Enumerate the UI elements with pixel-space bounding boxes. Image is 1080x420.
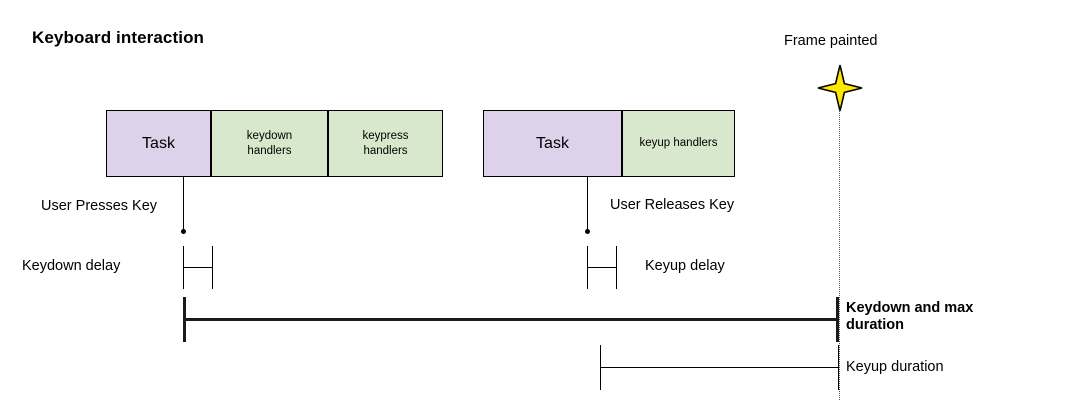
duration-label-line-2: duration xyxy=(846,317,904,334)
handler-box-keyup: keyup handlers xyxy=(622,110,735,177)
handler-line-2: handlers xyxy=(247,144,292,157)
task-box-keyup: Task xyxy=(483,110,622,177)
user-releases-key-label: User Releases Key xyxy=(610,197,735,213)
keyup-duration-bar xyxy=(600,367,839,369)
duration-label-line-1: Keydown and max xyxy=(846,300,974,316)
user-presses-key-label: User Presses Key xyxy=(41,198,158,214)
handler-line-1: keypress xyxy=(362,130,409,143)
keydown-delay-label: Keydown delay xyxy=(22,258,121,274)
handler-box-keypress: keypress handlers xyxy=(328,110,443,177)
handler-box-keypress-text: keypress handlers xyxy=(362,129,408,157)
four-point-star-icon xyxy=(816,63,864,113)
keydown-event-drop-line xyxy=(183,177,185,232)
handler-box-keydown: keydown handlers xyxy=(211,110,328,177)
frame-paint-guide-line xyxy=(839,110,840,400)
task-box-keydown: Task xyxy=(106,110,211,177)
handler-line-1: keydown xyxy=(246,130,293,143)
keydown-delay-connector xyxy=(183,267,213,269)
keyup-event-dot xyxy=(585,229,590,234)
keydown-duration-end-tick xyxy=(836,297,840,342)
keyup-delay-connector xyxy=(587,267,617,269)
keydown-event-dot xyxy=(181,229,186,234)
handler-line-2: handlers xyxy=(363,144,408,157)
keyup-event-drop-line xyxy=(587,177,589,232)
keydown-and-max-duration-label: Keydown and max duration xyxy=(846,300,1046,334)
keyup-delay-label: Keyup delay xyxy=(645,258,725,274)
frame-painted-label: Frame painted xyxy=(784,33,878,49)
keyup-duration-end-tick xyxy=(838,345,840,390)
page-title: Keyboard interaction xyxy=(32,28,205,47)
handler-box-keydown-text: keydown handlers xyxy=(247,129,292,157)
keydown-duration-bar xyxy=(183,318,839,322)
keyup-duration-label: Keyup duration xyxy=(846,359,944,375)
